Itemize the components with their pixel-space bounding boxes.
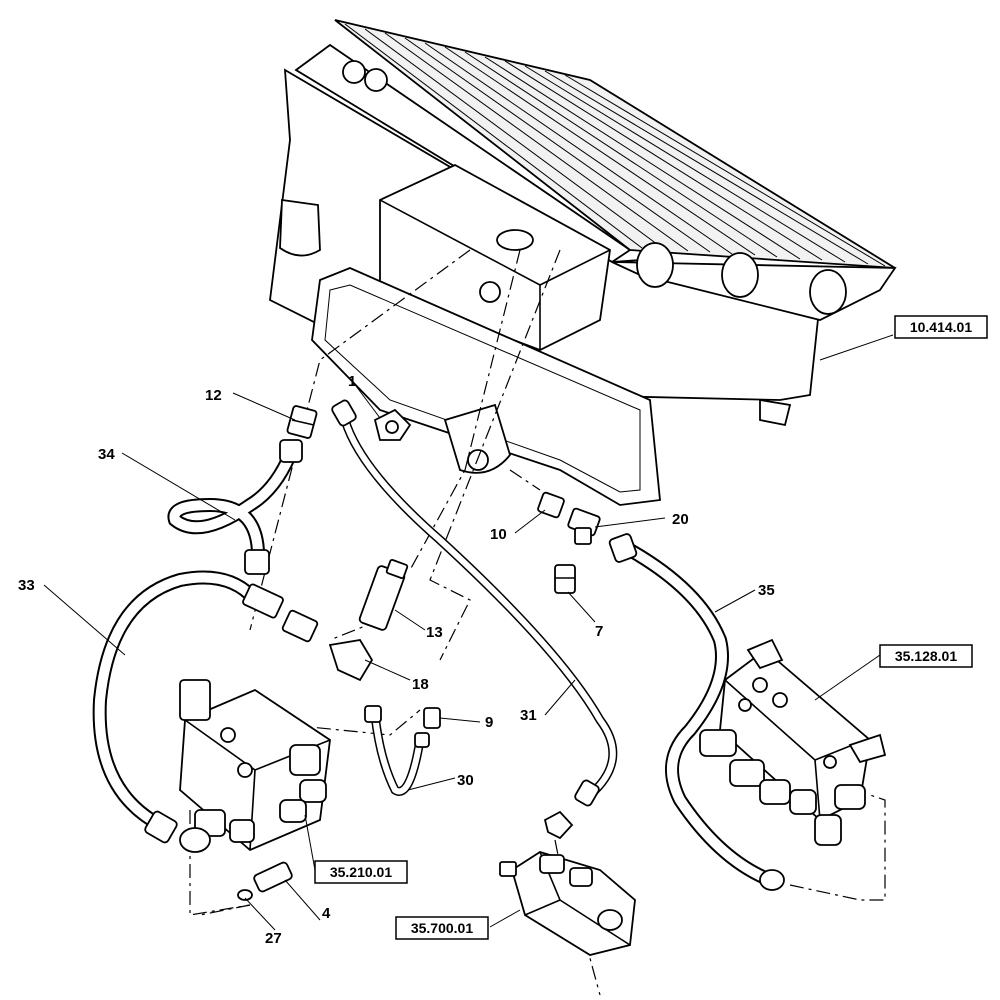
valve-block-right-icon — [699, 638, 887, 846]
svg-text:35.210.01: 35.210.01 — [330, 864, 392, 880]
valve-solenoid-icon — [729, 759, 765, 787]
radiator-cooler-icon — [269, 19, 897, 506]
reference-35-210-01: 35.210.01 — [314, 860, 408, 884]
hose-33-icon — [92, 570, 319, 844]
callout-13: 13 — [426, 624, 443, 641]
port-plug-icon — [364, 68, 388, 92]
svg-text:35.700.01: 35.700.01 — [411, 920, 473, 936]
valve-port-icon — [179, 679, 211, 721]
fitting-7-icon — [554, 564, 576, 594]
fitting-12-icon — [286, 405, 318, 439]
tank-cap-icon — [636, 242, 674, 288]
radiator-fins — [344, 23, 886, 267]
callout-31: 31 — [520, 707, 537, 724]
sight-glass-icon — [479, 281, 501, 303]
tank-cap-icon — [809, 269, 847, 315]
valve-solenoid-icon — [699, 729, 737, 757]
callout-10: 10 — [490, 526, 507, 543]
callout-7: 7 — [595, 623, 603, 640]
fitting-4-icon — [253, 861, 293, 893]
callout-35: 35 — [758, 582, 775, 599]
svg-text:10.414.01: 10.414.01 — [910, 319, 972, 335]
hose-34-icon — [167, 439, 303, 575]
elbow-18-icon — [328, 639, 374, 682]
filter-13-icon — [358, 559, 409, 631]
hose-30-icon — [364, 705, 430, 796]
callout-20: 20 — [672, 511, 689, 528]
fitting-10-icon — [537, 491, 565, 519]
pump-fitting-icon — [543, 810, 574, 840]
reference-35-700-01: 35.700.01 — [395, 916, 489, 940]
callout-1: 1 — [348, 373, 356, 390]
svg-text:35.128.01: 35.128.01 — [895, 648, 957, 664]
hose-35-icon — [608, 533, 785, 891]
fan-motor-icon — [443, 403, 511, 474]
callout-27: 27 — [265, 930, 282, 947]
callout-18: 18 — [412, 676, 429, 693]
callout-labels: 12 1 34 33 10 20 7 35 13 18 9 30 31 4 27 — [18, 373, 775, 947]
tank-cap-icon — [721, 252, 759, 298]
reference-10-414-01: 10.414.01 — [894, 315, 988, 339]
gear-pump-icon — [499, 810, 636, 956]
callout-12: 12 — [205, 387, 222, 404]
callout-33: 33 — [18, 577, 35, 594]
valve-block-left-icon — [179, 679, 331, 853]
callout-30: 30 — [457, 772, 474, 789]
callout-34: 34 — [98, 446, 115, 463]
tee-20-icon — [567, 507, 601, 545]
fitting-9-icon — [423, 707, 441, 729]
callout-4: 4 — [322, 905, 331, 922]
leader-lines — [43, 334, 894, 931]
reference-35-128-01: 35.128.01 — [879, 644, 973, 668]
hose-31-icon — [331, 399, 618, 807]
clamp-1-icon — [373, 408, 412, 441]
port-plug-icon — [342, 60, 366, 84]
bracket-icon — [759, 398, 792, 427]
callout-9: 9 — [485, 714, 493, 731]
inlet-pipe-icon — [279, 198, 321, 257]
filler-cap-icon — [496, 229, 534, 251]
oring-27-icon — [237, 889, 253, 901]
